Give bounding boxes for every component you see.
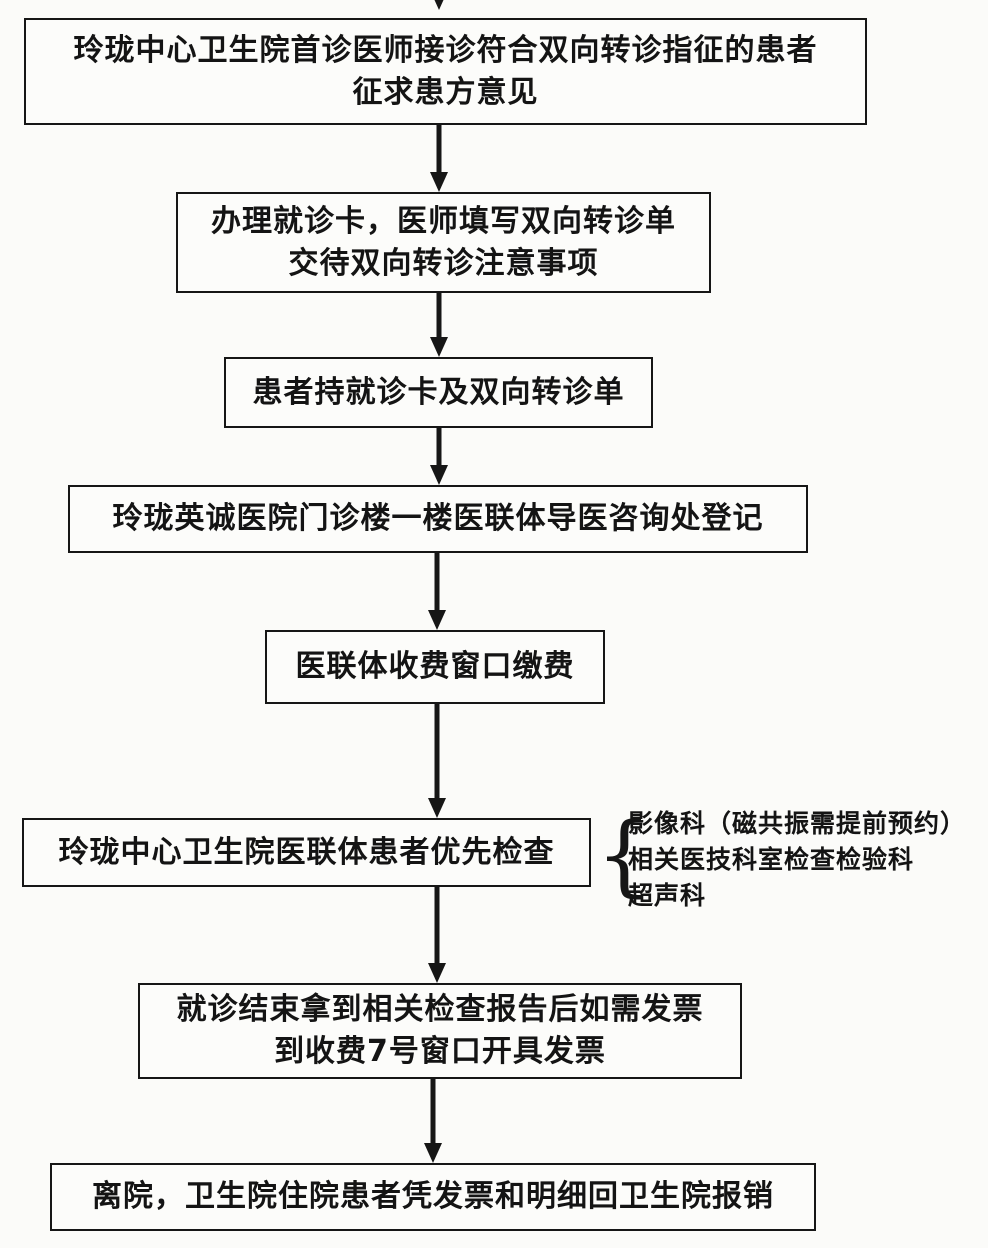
step-payment-window: 医联体收费窗口缴费 xyxy=(265,630,605,704)
step-7-line-1: 就诊结束拿到相关检查报告后如需发票 xyxy=(176,992,704,1027)
arrow-2-to-3 xyxy=(430,293,448,357)
brace-symbol: { xyxy=(596,803,652,906)
step-registration-desk: 玲珑英诚医院门诊楼一楼医联体导医咨询处登记 xyxy=(68,485,808,553)
arrow-4-to-5 xyxy=(428,553,446,630)
side-note-medical-tech: 相关医技科室检查检验科 xyxy=(628,845,915,874)
step-discharge-and-reimbursement: 离院，卫生院住院患者凭发票和明细回卫生院报销 xyxy=(50,1163,816,1231)
step-5-line-1: 医联体收费窗口缴费 xyxy=(295,649,575,684)
step-reports-and-invoice: 就诊结束拿到相关检查报告后如需发票 到收费7号窗口开具发票 xyxy=(138,983,742,1079)
side-note-imaging: 影像科（磁共振需提前预约） xyxy=(628,809,967,838)
arrow-3-to-4 xyxy=(430,428,448,485)
step-6-line-1: 玲珑中心卫生院医联体患者优先检查 xyxy=(58,834,555,870)
step-card-and-referral-form: 办理就诊卡，医师填写双向转诊单 交待双向转诊注意事项 xyxy=(176,192,711,293)
step-priority-examination: 玲珑中心卫生院医联体患者优先检查 xyxy=(22,818,591,887)
step-patient-holds-documents: 患者持就诊卡及双向转诊单 xyxy=(224,357,653,428)
top-entry-arrow xyxy=(434,0,444,10)
step-8-line-1: 离院，卫生院住院患者凭发票和明细回卫生院报销 xyxy=(92,1179,774,1214)
step-initial-diagnosis: 玲珑中心卫生院首诊医师接诊符合双向转诊指征的患者 征求患方意见 xyxy=(24,18,867,125)
step-4-line-1: 玲珑英诚医院门诊楼一楼医联体导医咨询处登记 xyxy=(112,501,764,536)
step-3-line-1: 患者持就诊卡及双向转诊单 xyxy=(252,374,625,410)
step-2-line-2: 交待双向转诊注意事项 xyxy=(288,245,599,281)
step-1-line-2: 征求患方意见 xyxy=(352,74,539,110)
arrow-7-to-8 xyxy=(424,1079,442,1163)
side-note-ultrasound: 超声科 xyxy=(628,881,707,910)
step-7-line-2: 到收费7号窗口开具发票 xyxy=(274,1034,606,1069)
step-2-line-1: 办理就诊卡，医师填写双向转诊单 xyxy=(211,203,676,239)
step-1-line-1: 玲珑中心卫生院首诊医师接诊符合双向转诊指征的患者 xyxy=(73,32,818,68)
arrow-5-to-6 xyxy=(428,704,446,818)
arrow-6-to-7 xyxy=(428,887,446,983)
examination-departments-list: 影像科（磁共振需提前预约） 相关医技科室检查检验科 超声科 xyxy=(628,806,966,914)
arrow-1-to-2 xyxy=(430,125,448,192)
